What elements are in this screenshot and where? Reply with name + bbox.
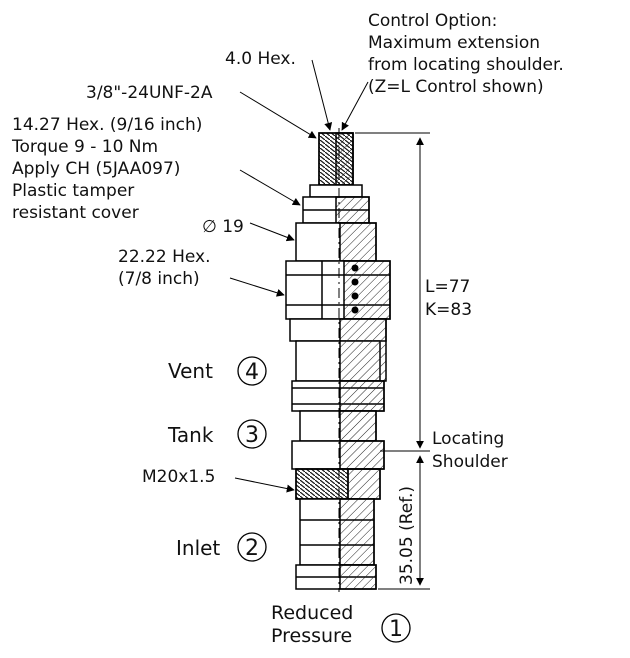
port-inlet-number: 2 xyxy=(245,536,259,561)
port-inlet-label: Inlet xyxy=(176,536,220,560)
port-inlet: Inlet 2 xyxy=(176,532,267,562)
hex-1427-line-3: Apply CH (5JAA097) xyxy=(12,159,180,179)
port-reduced-pressure-line-2: Pressure xyxy=(271,625,352,647)
port-reduced-pressure: Reduced Pressure 1 xyxy=(271,602,411,647)
thread-label: 3/8"-24UNF-2A xyxy=(86,83,213,103)
control-option-line-3: from locating shoulder. xyxy=(368,55,564,75)
callout-locating-shoulder: Locating Shoulder xyxy=(432,429,508,472)
port-inlet-circle xyxy=(237,532,267,562)
thread-m20-label: M20x1.5 xyxy=(142,467,215,487)
hex-1427-line-2: Torque 9 - 10 Nm xyxy=(11,137,158,157)
hex-1427-line-1: 14.27 Hex. (9/16 inch) xyxy=(12,115,202,135)
control-option-line-1: Control Option: xyxy=(368,11,497,31)
hex-small-label: 4.0 Hex. xyxy=(225,49,296,69)
port-reduced-pressure-number: 1 xyxy=(389,617,403,642)
hex-2222-line-1: 22.22 Hex. xyxy=(118,247,210,267)
control-option-line-4: (Z=L Control shown) xyxy=(368,77,544,97)
port-tank-circle xyxy=(237,419,267,449)
port-vent: Vent 4 xyxy=(168,356,267,386)
port-tank-number: 3 xyxy=(245,423,259,448)
hex-1427-line-4: Plastic tamper xyxy=(12,181,134,201)
port-tank: Tank 3 xyxy=(167,419,267,449)
dimension-length-l: L=77 xyxy=(425,277,470,297)
port-vent-label: Vent xyxy=(168,359,213,383)
locating-shoulder-line-1: Locating xyxy=(432,429,504,449)
port-reduced-pressure-circle xyxy=(381,613,411,643)
hex-1427-line-5: resistant cover xyxy=(12,203,139,223)
callout-hex-2222: 22.22 Hex. (7/8 inch) xyxy=(118,247,210,289)
locating-shoulder-line-2: Shoulder xyxy=(432,452,508,472)
port-tank-label: Tank xyxy=(167,423,214,447)
diameter-label: ∅ 19 xyxy=(202,217,244,237)
hex-2222-line-2: (7/8 inch) xyxy=(118,269,200,289)
dimension-lines xyxy=(229,59,430,590)
callout-control-option: Control Option: Maximum extension from l… xyxy=(368,11,564,97)
control-option-line-2: Maximum extension xyxy=(368,33,540,53)
port-vent-number: 4 xyxy=(245,360,259,385)
dimension-ref-length: 35.05 (Ref.) xyxy=(397,486,417,585)
port-vent-circle xyxy=(237,356,267,386)
port-reduced-pressure-line-1: Reduced xyxy=(271,602,353,624)
valve-body xyxy=(285,128,391,592)
callout-hex-1427: 14.27 Hex. (9/16 inch) Torque 9 - 10 Nm … xyxy=(11,115,202,223)
dimension-length-k: K=83 xyxy=(425,300,472,320)
